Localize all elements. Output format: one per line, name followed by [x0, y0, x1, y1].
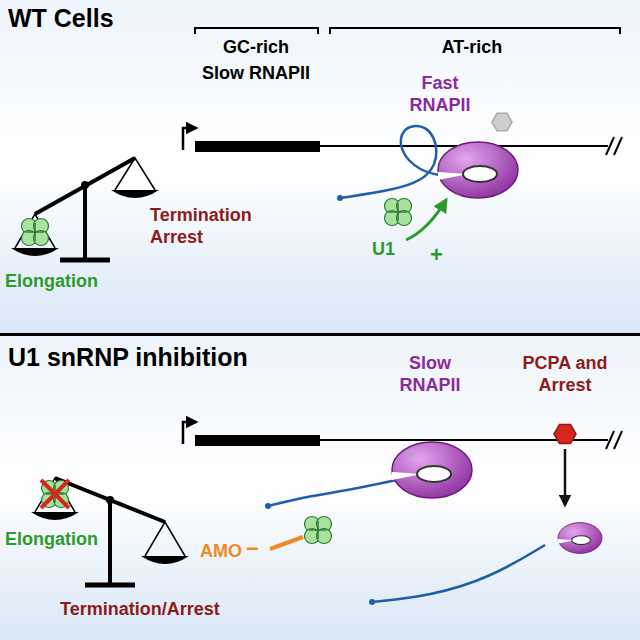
scale-base: [60, 258, 110, 263]
u1-snrnp: [22, 219, 49, 246]
u1-snrnp: [305, 517, 332, 544]
scale-pan: [31, 512, 79, 520]
scale-beam: [35, 158, 135, 214]
minus-sign: −: [246, 538, 259, 560]
inhibition-x: [41, 480, 69, 508]
rnapii-body: [392, 442, 472, 498]
speed-label: Fast RNAPII: [400, 72, 480, 116]
region-bracket: [195, 28, 318, 34]
rnapii-channel: [417, 466, 451, 482]
elongation-label: Elongation: [5, 528, 98, 550]
u1-core: [309, 521, 327, 539]
rnapii: [558, 523, 602, 554]
termination-label: Termination Arrest: [150, 204, 268, 248]
speed-label: Slow RNAPII: [202, 62, 310, 84]
u1-snrnp: [385, 199, 412, 226]
break-mark: [606, 431, 614, 449]
rnapii-body: [438, 142, 518, 198]
promoter-arrow: [183, 128, 196, 150]
break-mark: [606, 137, 614, 155]
divider-line: [0, 333, 640, 336]
inhibition-illustration: [31, 422, 622, 605]
speed-label: Slow RNAPII: [390, 352, 470, 396]
panel-heading: U1 snRNP inhibition: [8, 343, 248, 372]
pas-hexagon: [554, 424, 576, 443]
gc-rich-exon: [195, 435, 320, 446]
termination-label: Termination/Arrest: [60, 598, 220, 620]
u1-label: U1: [372, 238, 395, 260]
scale-pan: [111, 190, 159, 198]
gc-rich-exon: [195, 141, 320, 152]
nascent-rna: [268, 478, 405, 506]
nascent-rna: [340, 126, 445, 198]
rna-5-end: [265, 503, 271, 509]
panel-ground: [0, 336, 640, 640]
cleaved-rna: [372, 545, 545, 602]
scale-stand: [108, 500, 112, 583]
promoter-arrow: [183, 422, 196, 444]
scale-pivot: [81, 181, 89, 189]
wt-illustration: [11, 28, 622, 260]
plus-sign: +: [430, 244, 443, 266]
rna-5-end: [337, 195, 343, 201]
rnapii-body: [558, 523, 602, 554]
break-mark: [614, 137, 622, 155]
region-label: AT-rich: [442, 36, 503, 58]
u1-core: [26, 223, 44, 241]
rnapii-channel: [572, 536, 591, 545]
rnapii-channel: [463, 166, 497, 182]
panel-ground: [0, 0, 640, 333]
region-label: GC-rich: [223, 36, 289, 58]
scale-string: [115, 158, 155, 190]
pcpa-label: PCPA and Arrest: [513, 352, 617, 396]
amo-oligo: [270, 537, 303, 549]
rna-5-end: [369, 599, 375, 605]
scale-pivot: [106, 496, 114, 504]
panel-heading: WT Cells: [8, 4, 114, 33]
scale-string: [15, 214, 55, 248]
region-bracket: [330, 28, 620, 34]
scale-base: [85, 583, 135, 588]
pas-hexagon: [492, 113, 512, 130]
u1-core: [389, 203, 407, 221]
amo-label: AMO: [200, 540, 242, 562]
scale-stand: [83, 185, 87, 258]
break-mark: [614, 431, 622, 449]
elongation-label: Elongation: [5, 270, 98, 292]
pcpa-arrow: [564, 449, 567, 505]
stimulation-arrow: [406, 200, 446, 240]
scale-string: [35, 478, 75, 512]
rnapii: [392, 442, 472, 498]
scale-pan: [11, 248, 59, 256]
u1-snrnp: [42, 481, 69, 508]
rnapii: [438, 142, 518, 198]
scale-pan: [141, 556, 189, 564]
scale-string: [145, 522, 185, 556]
